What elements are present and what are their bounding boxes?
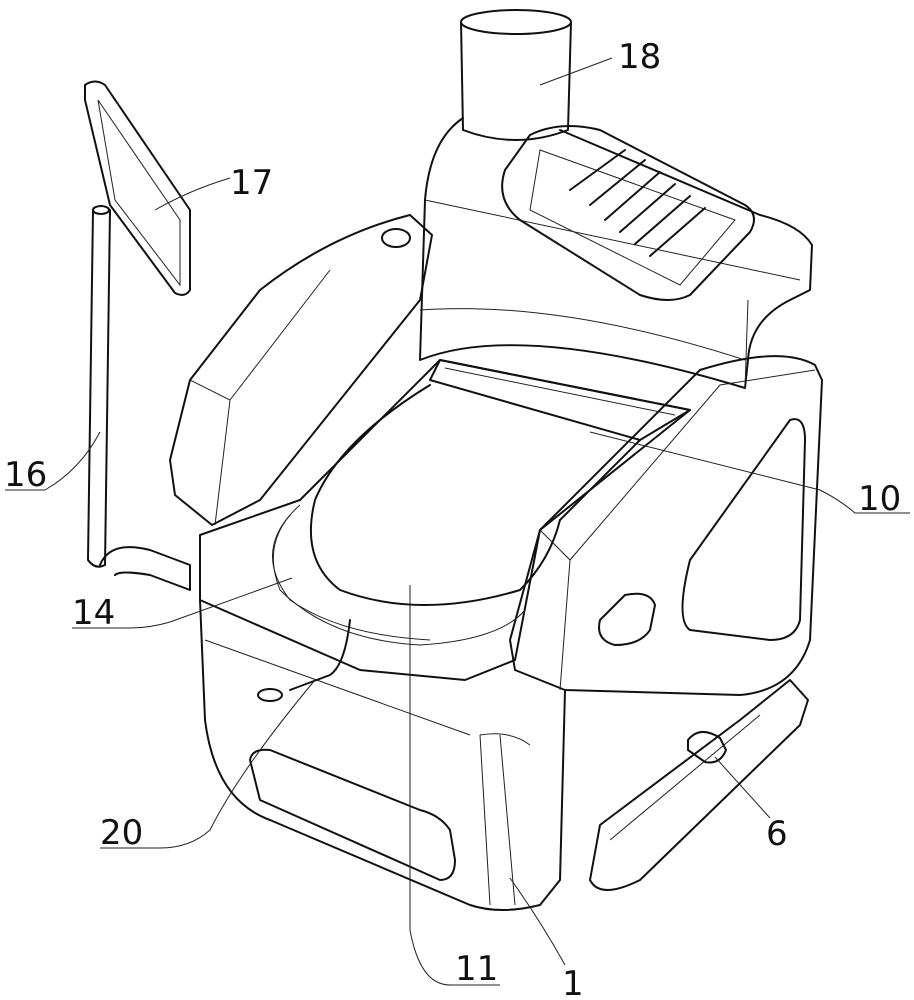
leader-lines xyxy=(5,57,910,986)
label-20: 20 xyxy=(100,813,143,853)
right-armrest xyxy=(509,355,823,696)
vent-cover xyxy=(501,125,755,301)
label-18: 18 xyxy=(618,37,661,77)
label-6: 6 xyxy=(766,814,788,854)
display-pole xyxy=(87,205,191,591)
base-foot xyxy=(589,679,809,891)
label-11: 11 xyxy=(455,949,498,989)
label-1: 1 xyxy=(562,964,584,1000)
label-10: 10 xyxy=(858,479,901,519)
label-16: 16 xyxy=(4,455,47,495)
lower-body xyxy=(199,599,566,911)
spray-hose xyxy=(257,619,351,702)
exhaust-pipe xyxy=(460,9,572,141)
label-17: 17 xyxy=(230,163,273,203)
label-14: 14 xyxy=(72,593,115,633)
rear-housing xyxy=(419,117,813,389)
left-armrest xyxy=(169,214,433,526)
seat-platform xyxy=(199,359,691,681)
display-screen xyxy=(84,80,191,296)
